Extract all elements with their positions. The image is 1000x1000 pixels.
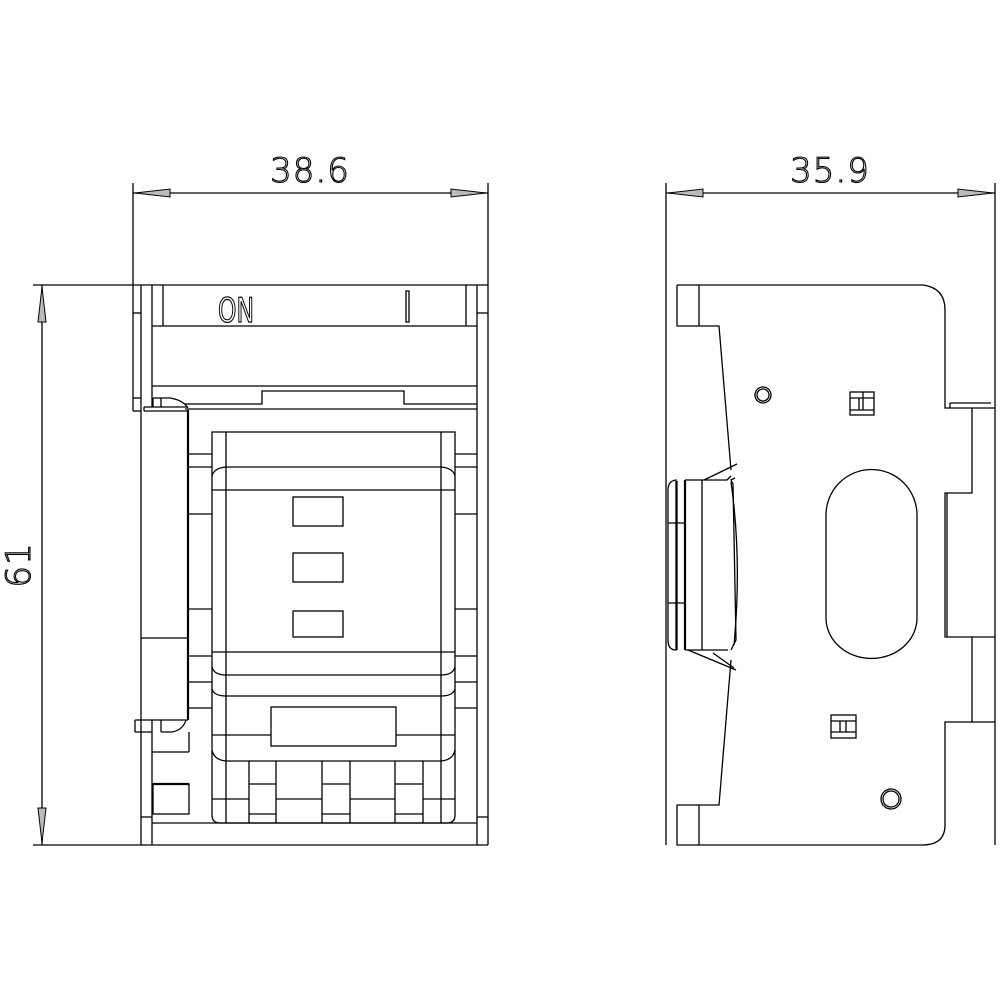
indicator-window-3 [292, 610, 344, 638]
position-i-marker [405, 290, 410, 323]
width-dimension-side: 35.9 [665, 150, 996, 845]
marker-bottom [830, 714, 857, 739]
arrowhead-right-icon [957, 188, 994, 198]
front-view: 38.6 61 ON [0, 150, 489, 846]
side-width-dimension-label: 35.9 [790, 151, 870, 191]
arrowhead-down-icon [37, 807, 47, 844]
side-view: 35.9 [665, 150, 996, 846]
indicator-window-2 [292, 552, 344, 583]
label-slot [270, 706, 397, 747]
mounting-hole-bottom [880, 788, 902, 810]
width-dimension-front: 38.6 [132, 150, 489, 285]
indicator-window-1 [292, 496, 344, 527]
marker-top [849, 391, 875, 416]
arrowhead-left-icon [667, 188, 704, 198]
height-dimension-front: 61 [0, 284, 133, 846]
width-dimension-label: 38.6 [270, 151, 350, 191]
on-label: ON [218, 291, 254, 331]
switch-body [211, 431, 456, 824]
side-knob [667, 463, 738, 671]
arrowhead-left-icon [134, 188, 171, 198]
height-dimension-label: 61 [0, 542, 39, 587]
oval-slot [825, 468, 918, 660]
mounting-hole-top [754, 386, 772, 404]
arrowhead-up-icon [37, 286, 47, 323]
arrowhead-right-icon [450, 188, 487, 198]
